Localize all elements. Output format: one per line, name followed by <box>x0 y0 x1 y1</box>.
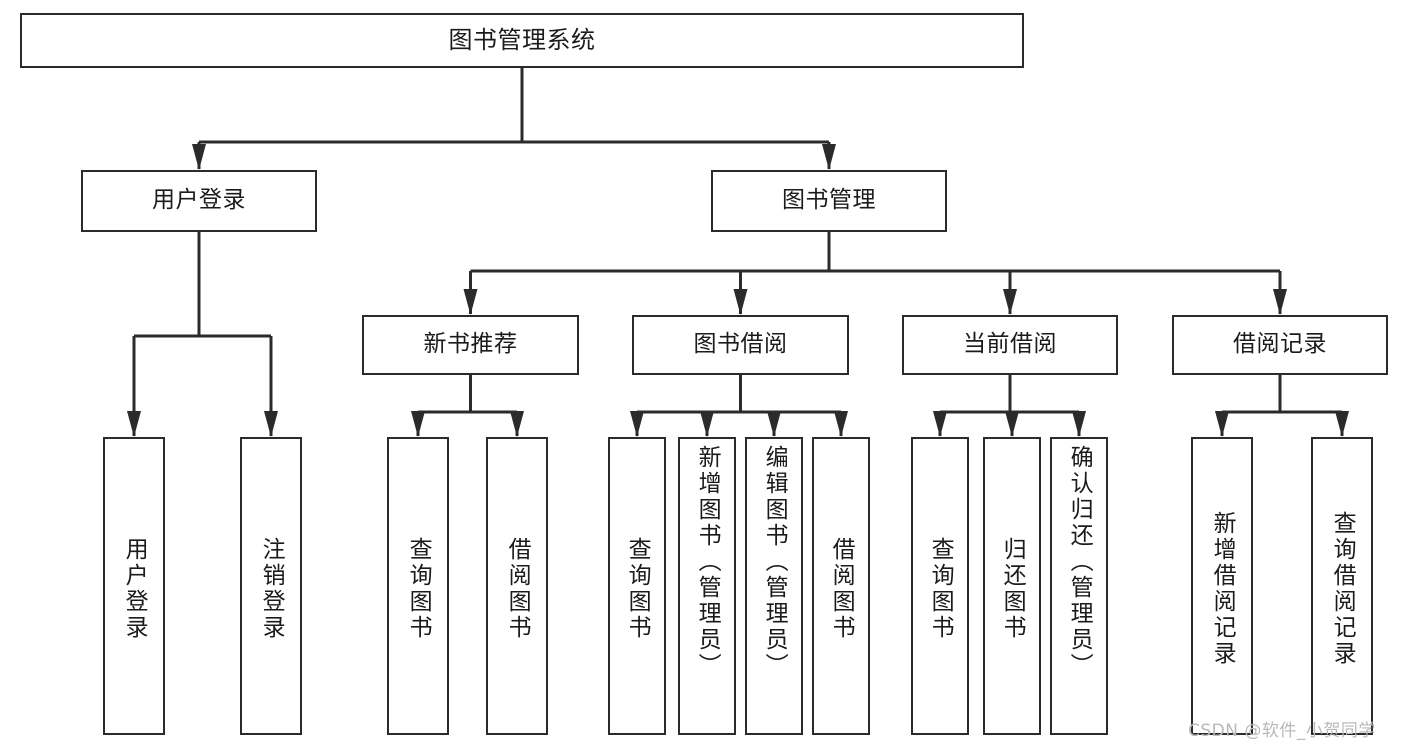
node-new-book-recommend[interactable]: 新书推荐 <box>362 315 579 375</box>
node-label-leaf-user-login: 用户登录 <box>121 537 148 641</box>
node-label-leaf-query-book-1: 查询图书 <box>405 537 432 641</box>
node-book-manage[interactable]: 图书管理 <box>711 170 947 232</box>
csdn-watermark: CSDN @软件_小贺同学 <box>1188 721 1376 741</box>
node-label-leaf-logout: 注销登录 <box>258 537 285 641</box>
node-label-user-login: 用户登录 <box>152 187 246 214</box>
node-leaf-user-login[interactable]: 用户登录 <box>103 437 165 735</box>
node-label-current-borrow: 当前借阅 <box>963 331 1057 358</box>
node-book-borrow[interactable]: 图书借阅 <box>632 315 849 375</box>
node-label-leaf-edit-book: 编辑图书（管理员） <box>761 445 788 679</box>
node-label-leaf-borrow-book-1: 借阅图书 <box>504 537 531 641</box>
node-label-root: 图书管理系统 <box>448 26 596 55</box>
node-leaf-add-book[interactable]: 新增图书（管理员） <box>678 437 736 735</box>
node-current-borrow[interactable]: 当前借阅 <box>902 315 1118 375</box>
node-leaf-query-record[interactable]: 查询借阅记录 <box>1311 437 1373 735</box>
node-label-leaf-add-record: 新增借阅记录 <box>1209 511 1236 667</box>
node-leaf-return-book[interactable]: 归还图书 <box>983 437 1041 735</box>
node-label-leaf-return-book: 归还图书 <box>999 537 1026 641</box>
node-root[interactable]: 图书管理系统 <box>20 13 1024 68</box>
node-leaf-add-record[interactable]: 新增借阅记录 <box>1191 437 1253 735</box>
node-label-leaf-borrow-book-2: 借阅图书 <box>828 537 855 641</box>
node-leaf-confirm-return[interactable]: 确认归还（管理员） <box>1050 437 1108 735</box>
node-leaf-borrow-book-2[interactable]: 借阅图书 <box>812 437 870 735</box>
node-label-book-manage: 图书管理 <box>782 187 876 214</box>
node-label-new-book-recommend: 新书推荐 <box>423 331 518 358</box>
node-leaf-edit-book[interactable]: 编辑图书（管理员） <box>745 437 803 735</box>
node-label-leaf-query-record: 查询借阅记录 <box>1329 511 1356 667</box>
node-leaf-query-book-1[interactable]: 查询图书 <box>387 437 449 735</box>
node-label-borrow-record: 借阅记录 <box>1233 331 1327 358</box>
node-label-leaf-add-book: 新增图书（管理员） <box>694 445 721 679</box>
node-leaf-query-book-3[interactable]: 查询图书 <box>911 437 969 735</box>
node-user-login[interactable]: 用户登录 <box>81 170 317 232</box>
node-label-leaf-query-book-3: 查询图书 <box>927 537 954 641</box>
node-label-leaf-query-book-2: 查询图书 <box>624 537 651 641</box>
node-borrow-record[interactable]: 借阅记录 <box>1172 315 1388 375</box>
node-leaf-query-book-2[interactable]: 查询图书 <box>608 437 666 735</box>
node-leaf-logout[interactable]: 注销登录 <box>240 437 302 735</box>
node-label-leaf-confirm-return: 确认归还（管理员） <box>1066 445 1093 679</box>
node-leaf-borrow-book-1[interactable]: 借阅图书 <box>486 437 548 735</box>
node-label-book-borrow: 图书借阅 <box>693 331 788 358</box>
